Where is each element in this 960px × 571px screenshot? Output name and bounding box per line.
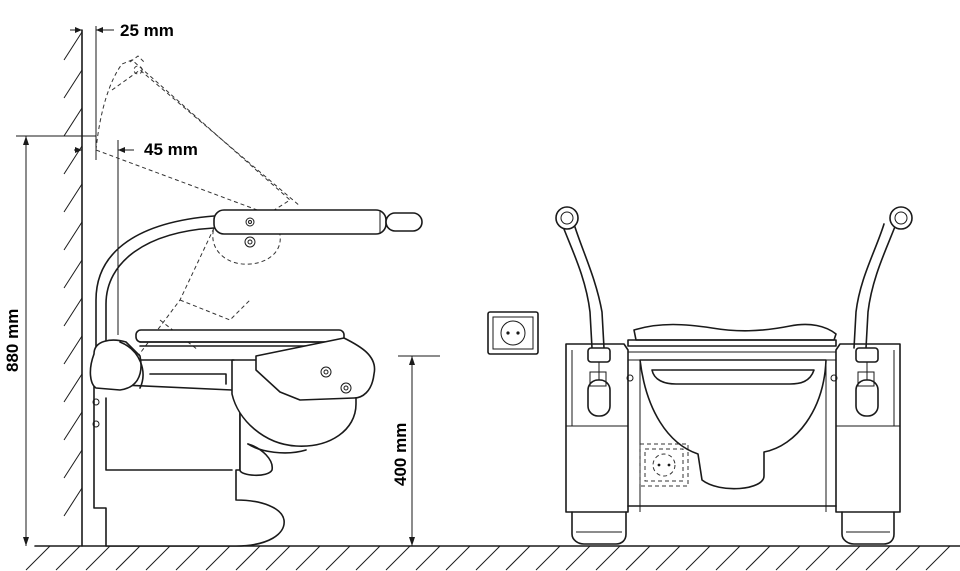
floor-hatch-line <box>565 545 591 571</box>
floor-hatch-line <box>595 545 621 571</box>
floor-hatch-line <box>625 545 651 571</box>
floor-hatch-line <box>895 545 921 571</box>
floor-hatch-line <box>85 545 111 571</box>
rail-height-label: 880 mm <box>3 309 22 372</box>
floor-hatch-line <box>145 545 171 571</box>
wall-hatch-line <box>63 487 83 517</box>
right-housing <box>835 343 901 545</box>
lifting-frame <box>92 383 285 547</box>
wall-hatch-line <box>63 335 83 365</box>
floor-hatch-line <box>265 545 291 571</box>
wall-hatch-line <box>63 183 83 213</box>
floor-hatch-line <box>445 545 471 571</box>
left-grab-arm <box>555 206 611 417</box>
wall-hatch-line <box>63 373 83 403</box>
rail-offset-label: 45 mm <box>144 140 198 159</box>
toilet-front <box>626 323 838 512</box>
support-arm <box>95 209 423 391</box>
left-housing <box>565 343 629 545</box>
floor-hatch-line <box>835 545 861 571</box>
wall-hatch-line <box>63 259 83 289</box>
floor-hatch-line <box>115 545 141 571</box>
floor-hatch-line <box>235 545 261 571</box>
floor-hatch-line <box>295 545 321 571</box>
floor-hatch-line <box>415 545 441 571</box>
floor-hatch-line <box>355 545 381 571</box>
floor-hatch-line <box>745 545 771 571</box>
seat-height-label: 400 mm <box>391 423 410 486</box>
right-grab-arm <box>853 206 913 417</box>
floor-hatch-line <box>655 545 681 571</box>
wall-hatch-line <box>63 411 83 441</box>
wall-gap-label: 25 mm <box>120 21 174 40</box>
floor-hatch-line <box>535 545 561 571</box>
floor-hatch-line <box>715 545 741 571</box>
wall <box>63 29 83 547</box>
wall-hatch-line <box>63 69 83 99</box>
floor-hatch-line <box>505 545 531 571</box>
floor-hatch-line <box>205 545 231 571</box>
front-view <box>555 206 913 545</box>
floor-hatch-line <box>55 545 81 571</box>
side-view <box>89 55 423 547</box>
floor-hatch-line <box>175 545 201 571</box>
toilet-side <box>89 329 376 477</box>
floor-hatch-line <box>925 545 951 571</box>
floor <box>25 545 960 571</box>
floor-hatch-line <box>775 545 801 571</box>
wall-hatch-line <box>63 107 83 137</box>
wall-hatch-line <box>63 297 83 327</box>
hidden-socket-icon <box>639 443 689 487</box>
floor-hatch-line <box>25 545 51 571</box>
floor-hatch-line <box>865 545 891 571</box>
floor-hatch-line <box>475 545 501 571</box>
wall-hatch-line <box>63 31 83 61</box>
floor-hatch-line <box>325 545 351 571</box>
dimension-rail-height: 880 mm <box>3 135 96 546</box>
wall-hatch-line <box>63 449 83 479</box>
floor-hatch-line <box>385 545 411 571</box>
floor-hatch-line <box>805 545 831 571</box>
floor-hatch-line <box>685 545 711 571</box>
dimension-wall-gap: 25 mm <box>70 21 174 160</box>
wall-hatch-line <box>63 221 83 251</box>
wall-socket-icon <box>487 311 539 355</box>
dimension-rail-offset: 45 mm <box>74 140 198 335</box>
dimension-seat-height: 400 mm <box>391 355 440 546</box>
